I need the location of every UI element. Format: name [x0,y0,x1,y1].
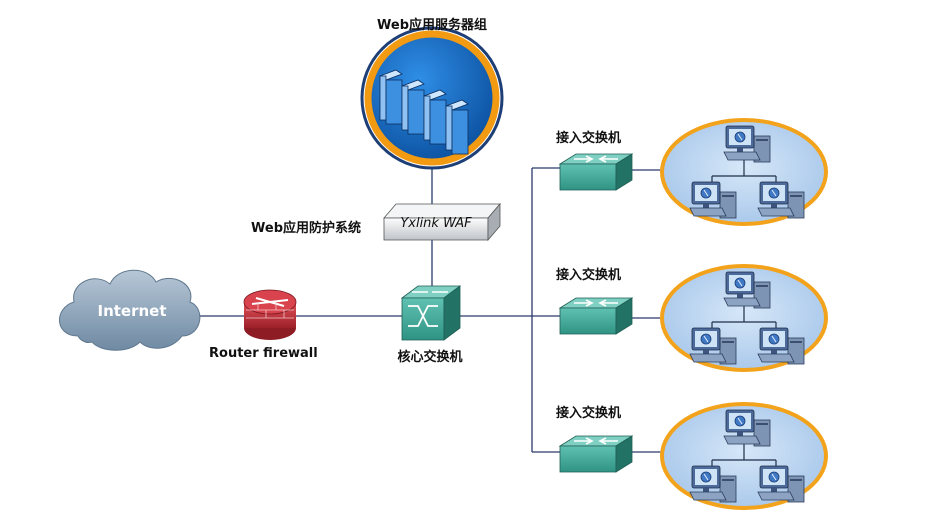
core-switch-label: 核心交换机 [397,350,463,365]
router-label: Router firewall [209,346,318,361]
waf-system-label: Web应用防护系统 [251,221,361,236]
access-switch-label-1: 接入交换机 [556,131,622,146]
server-rack-icon [360,26,504,170]
access-switch-3 [559,435,633,473]
connection-lines [196,166,662,453]
internet-label: Internet [97,302,166,320]
access-switch-2 [559,297,633,335]
access-switch-label-3: 接入交换机 [556,406,622,421]
waf-device-label: Yxlink WAF [400,216,472,231]
server-group-label: Web应用服务器组 [377,18,487,33]
router-firewall-icon [243,289,297,340]
workstation-lan-2 [662,266,826,370]
firewall-appliance-icon [383,202,501,242]
workstation-lan-3 [662,404,826,508]
access-switch-1 [559,153,633,191]
access-switch-label-2: 接入交换机 [556,268,622,283]
workstation-lan-1 [662,120,826,224]
cloud-icon [59,269,201,351]
core-switch-icon [400,285,462,341]
